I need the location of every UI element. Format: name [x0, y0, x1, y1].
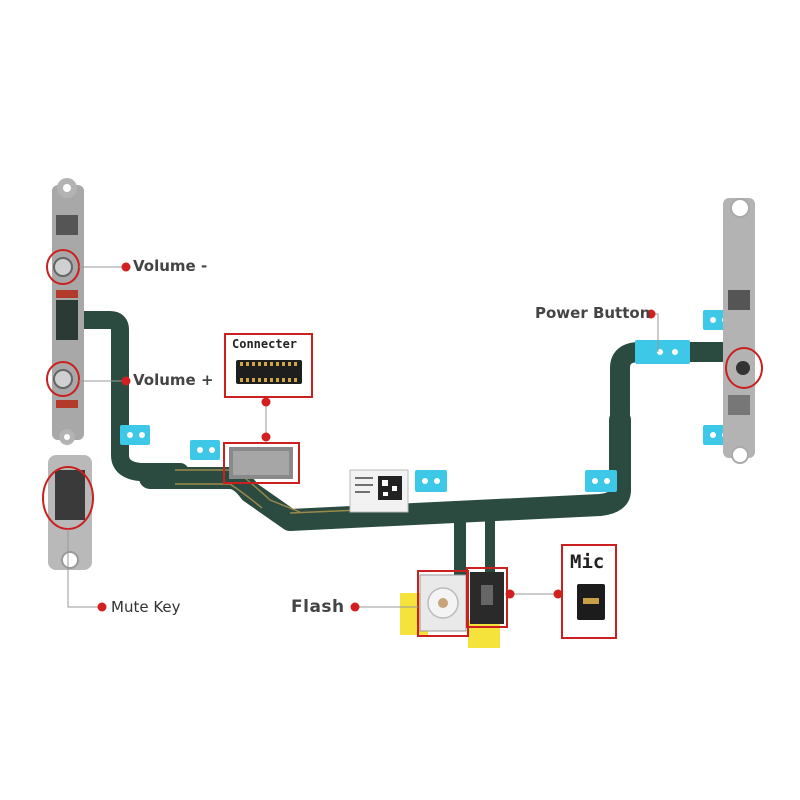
mute-key-label: Mute Key	[111, 598, 181, 616]
power-button-label: Power Button	[535, 304, 651, 322]
mic-inset-image	[577, 584, 605, 620]
power-bracket	[723, 198, 755, 464]
power-button-ring	[725, 347, 763, 389]
mic-label: Mic	[570, 551, 605, 573]
flex-cable	[66, 311, 740, 583]
volume-plus-label: Volume +	[133, 371, 214, 389]
flash-module	[400, 572, 504, 648]
connector-highlight-box	[223, 442, 300, 484]
highlight-markers	[42, 249, 763, 639]
connecter-label: Connecter	[232, 337, 298, 351]
connecter-inset-image	[236, 360, 302, 384]
leader-lines	[67, 266, 659, 608]
flash-label: Flash	[291, 597, 345, 617]
qr-sticker	[349, 469, 409, 513]
callout-dots	[97, 262, 656, 612]
mic-inset-box	[561, 544, 617, 639]
volume-bracket	[52, 178, 84, 445]
volume-plus-ring	[46, 361, 80, 397]
mute-bracket	[48, 455, 92, 570]
cyan-tape-pads	[120, 310, 733, 492]
volume-minus-label: Volume -	[133, 257, 208, 275]
connector-plate	[229, 447, 293, 479]
connecter-inset-box	[224, 333, 313, 398]
mic-highlight-box	[466, 567, 508, 628]
